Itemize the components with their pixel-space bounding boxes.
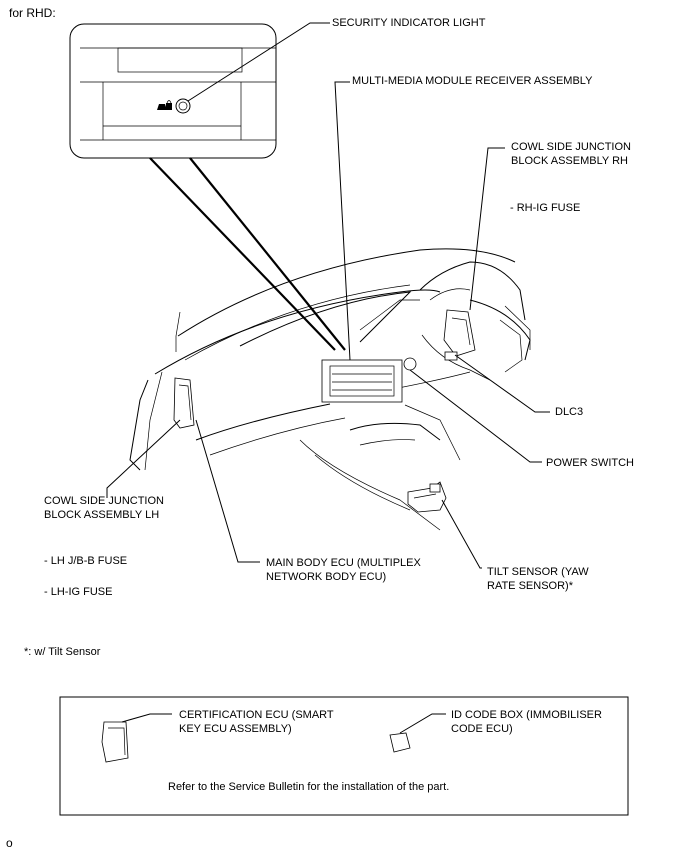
- variant-label: for RHD:: [9, 6, 56, 20]
- label-id-code-box: ID CODE BOX (IMMOBILISER CODE ECU): [451, 709, 602, 735]
- label-lh-ig-fuse: - LH-IG FUSE: [44, 586, 113, 598]
- label-rh-ig-fuse: - RH-IG FUSE: [510, 202, 581, 214]
- zoom-lines: [149, 157, 346, 351]
- dashboard-illustration: [129, 248, 531, 531]
- label-cowl-side-junction-rh: COWL SIDE JUNCTION BLOCK ASSEMBLY RH: [511, 141, 631, 167]
- car-lock-icon: [157, 100, 172, 110]
- service-bulletin-note: Refer to the Service Bulletin for the in…: [168, 781, 450, 793]
- page-marker: o: [6, 836, 13, 850]
- label-tilt-sensor: TILT SENSOR (YAW RATE SENSOR)*: [487, 566, 589, 592]
- label-security-indicator-light: SECURITY INDICATOR LIGHT: [332, 17, 486, 29]
- footnote: *: w/ Tilt Sensor: [24, 646, 101, 658]
- certification-ecu-part: [101, 721, 129, 763]
- info-box: [59, 696, 629, 816]
- label-main-body-ecu: MAIN BODY ECU (MULTIPLEX NETWORK BODY EC…: [266, 557, 421, 583]
- label-lh-jb-b-fuse: - LH J/B-B FUSE: [44, 555, 128, 567]
- label-power-switch: POWER SWITCH: [546, 457, 634, 469]
- label-certification-ecu: CERTIFICATION ECU (SMART KEY ECU ASSEMBL…: [179, 709, 334, 735]
- cowl-side-junction-lh-part: [173, 377, 195, 429]
- id-code-box-part: [389, 732, 411, 753]
- cowl-side-junction-rh-part: [443, 309, 476, 361]
- security-indicator-light-icon: [175, 98, 191, 114]
- label-cowl-side-junction-lh: COWL SIDE JUNCTION BLOCK ASSEMBLY LH: [44, 495, 164, 521]
- tilt-sensor-part: [407, 481, 447, 513]
- leader-lines: [106, 22, 550, 569]
- label-dlc3: DLC3: [555, 406, 584, 418]
- inset-security-indicator: [69, 23, 277, 159]
- label-multi-media-module: MULTI-MEDIA MODULE RECEIVER ASSEMBLY: [352, 75, 593, 87]
- multi-media-module-part: [321, 357, 417, 403]
